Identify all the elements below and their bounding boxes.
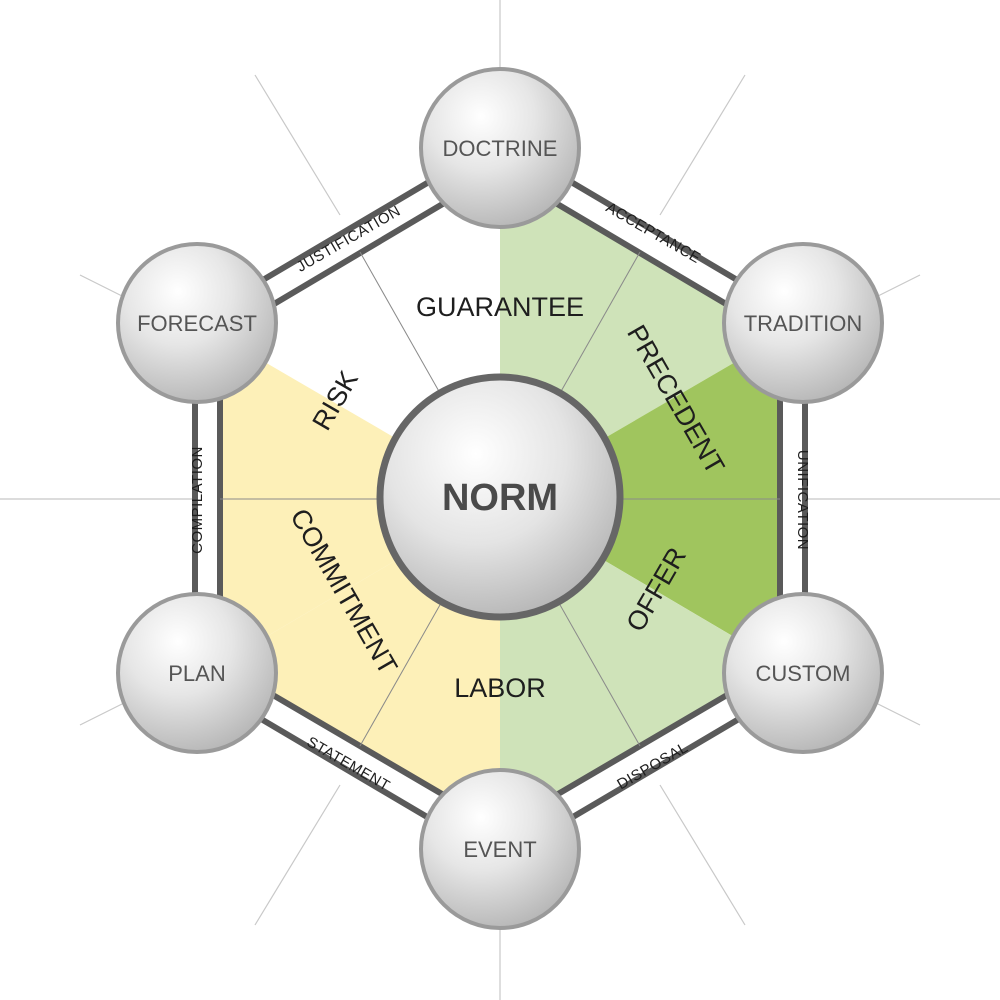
node-sphere: [419, 67, 581, 229]
edge-label-unification: UNIFICATION: [794, 450, 811, 550]
node-label-event: EVENT: [463, 837, 536, 862]
node-plan: PLAN: [116, 592, 278, 754]
node-doctrine: DOCTRINE: [419, 67, 581, 229]
node-custom: CUSTOM: [722, 592, 884, 754]
node-label-forecast: FORECAST: [137, 311, 257, 336]
segment-label-guarantee: GUARANTEE: [416, 292, 584, 322]
center-sphere: [376, 373, 624, 621]
edge-label-compilation: COMPILATION: [189, 446, 206, 554]
ray: [254, 784, 341, 926]
node-spheres: DOCTRINE TRADITION CUSTOM EVENT PLAN FOR…: [116, 67, 884, 930]
ray: [659, 74, 746, 216]
node-label-tradition: TRADITION: [744, 311, 863, 336]
node-event: EVENT: [419, 768, 581, 930]
node-label-plan: PLAN: [168, 661, 225, 686]
node-tradition: TRADITION: [722, 242, 884, 404]
segment-label-labor: LABOR: [454, 673, 546, 703]
node-forecast: FORECAST: [116, 242, 278, 404]
segment-risk: [220, 336, 500, 664]
node-sphere: [116, 592, 278, 754]
node-sphere: [722, 592, 884, 754]
node-label-custom: CUSTOM: [756, 661, 851, 686]
node-sphere: [419, 768, 581, 930]
center-label: NORM: [442, 477, 558, 519]
center-node: NORM: [376, 373, 624, 621]
node-sphere: [722, 242, 884, 404]
ray: [254, 74, 341, 216]
node-label-doctrine: DOCTRINE: [443, 136, 558, 161]
node-sphere: [116, 242, 278, 404]
ray: [659, 784, 746, 926]
